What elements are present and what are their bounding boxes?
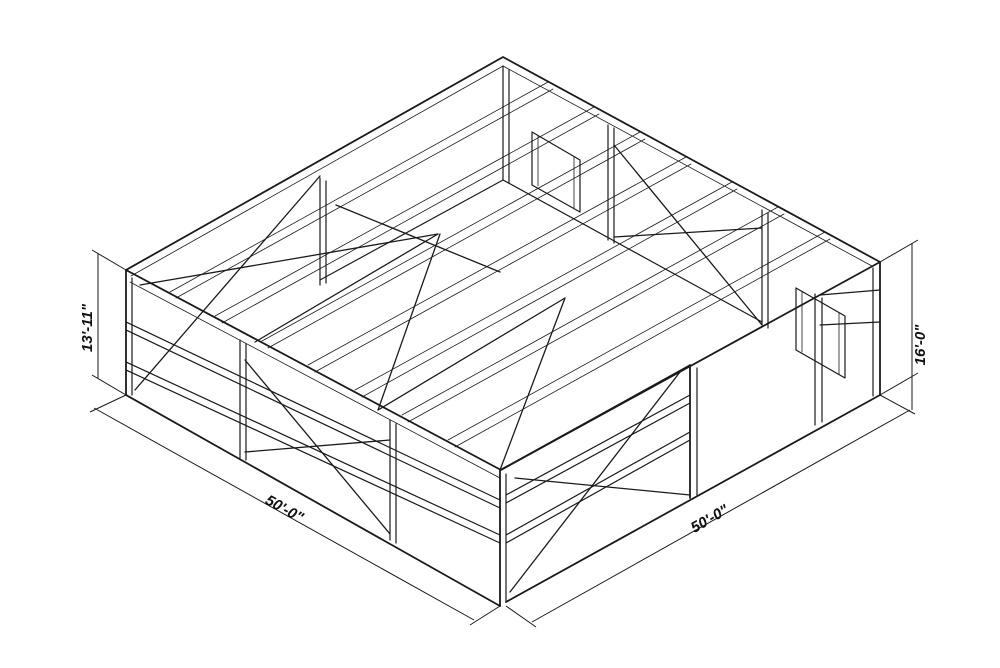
dimension-lines [89, 239, 919, 628]
front-endwall [125, 175, 507, 607]
back-walls [319, 65, 769, 329]
steel-frame [125, 56, 881, 607]
sidewall [377, 233, 881, 603]
left-eave-height-label: 13'-11" [79, 303, 96, 352]
side-length-label: 50'-0" [688, 501, 733, 537]
roof-purlins [169, 81, 831, 448]
right-eave-height-label: 16'-0" [912, 324, 929, 366]
front-width-label: 50'-0" [262, 492, 307, 527]
